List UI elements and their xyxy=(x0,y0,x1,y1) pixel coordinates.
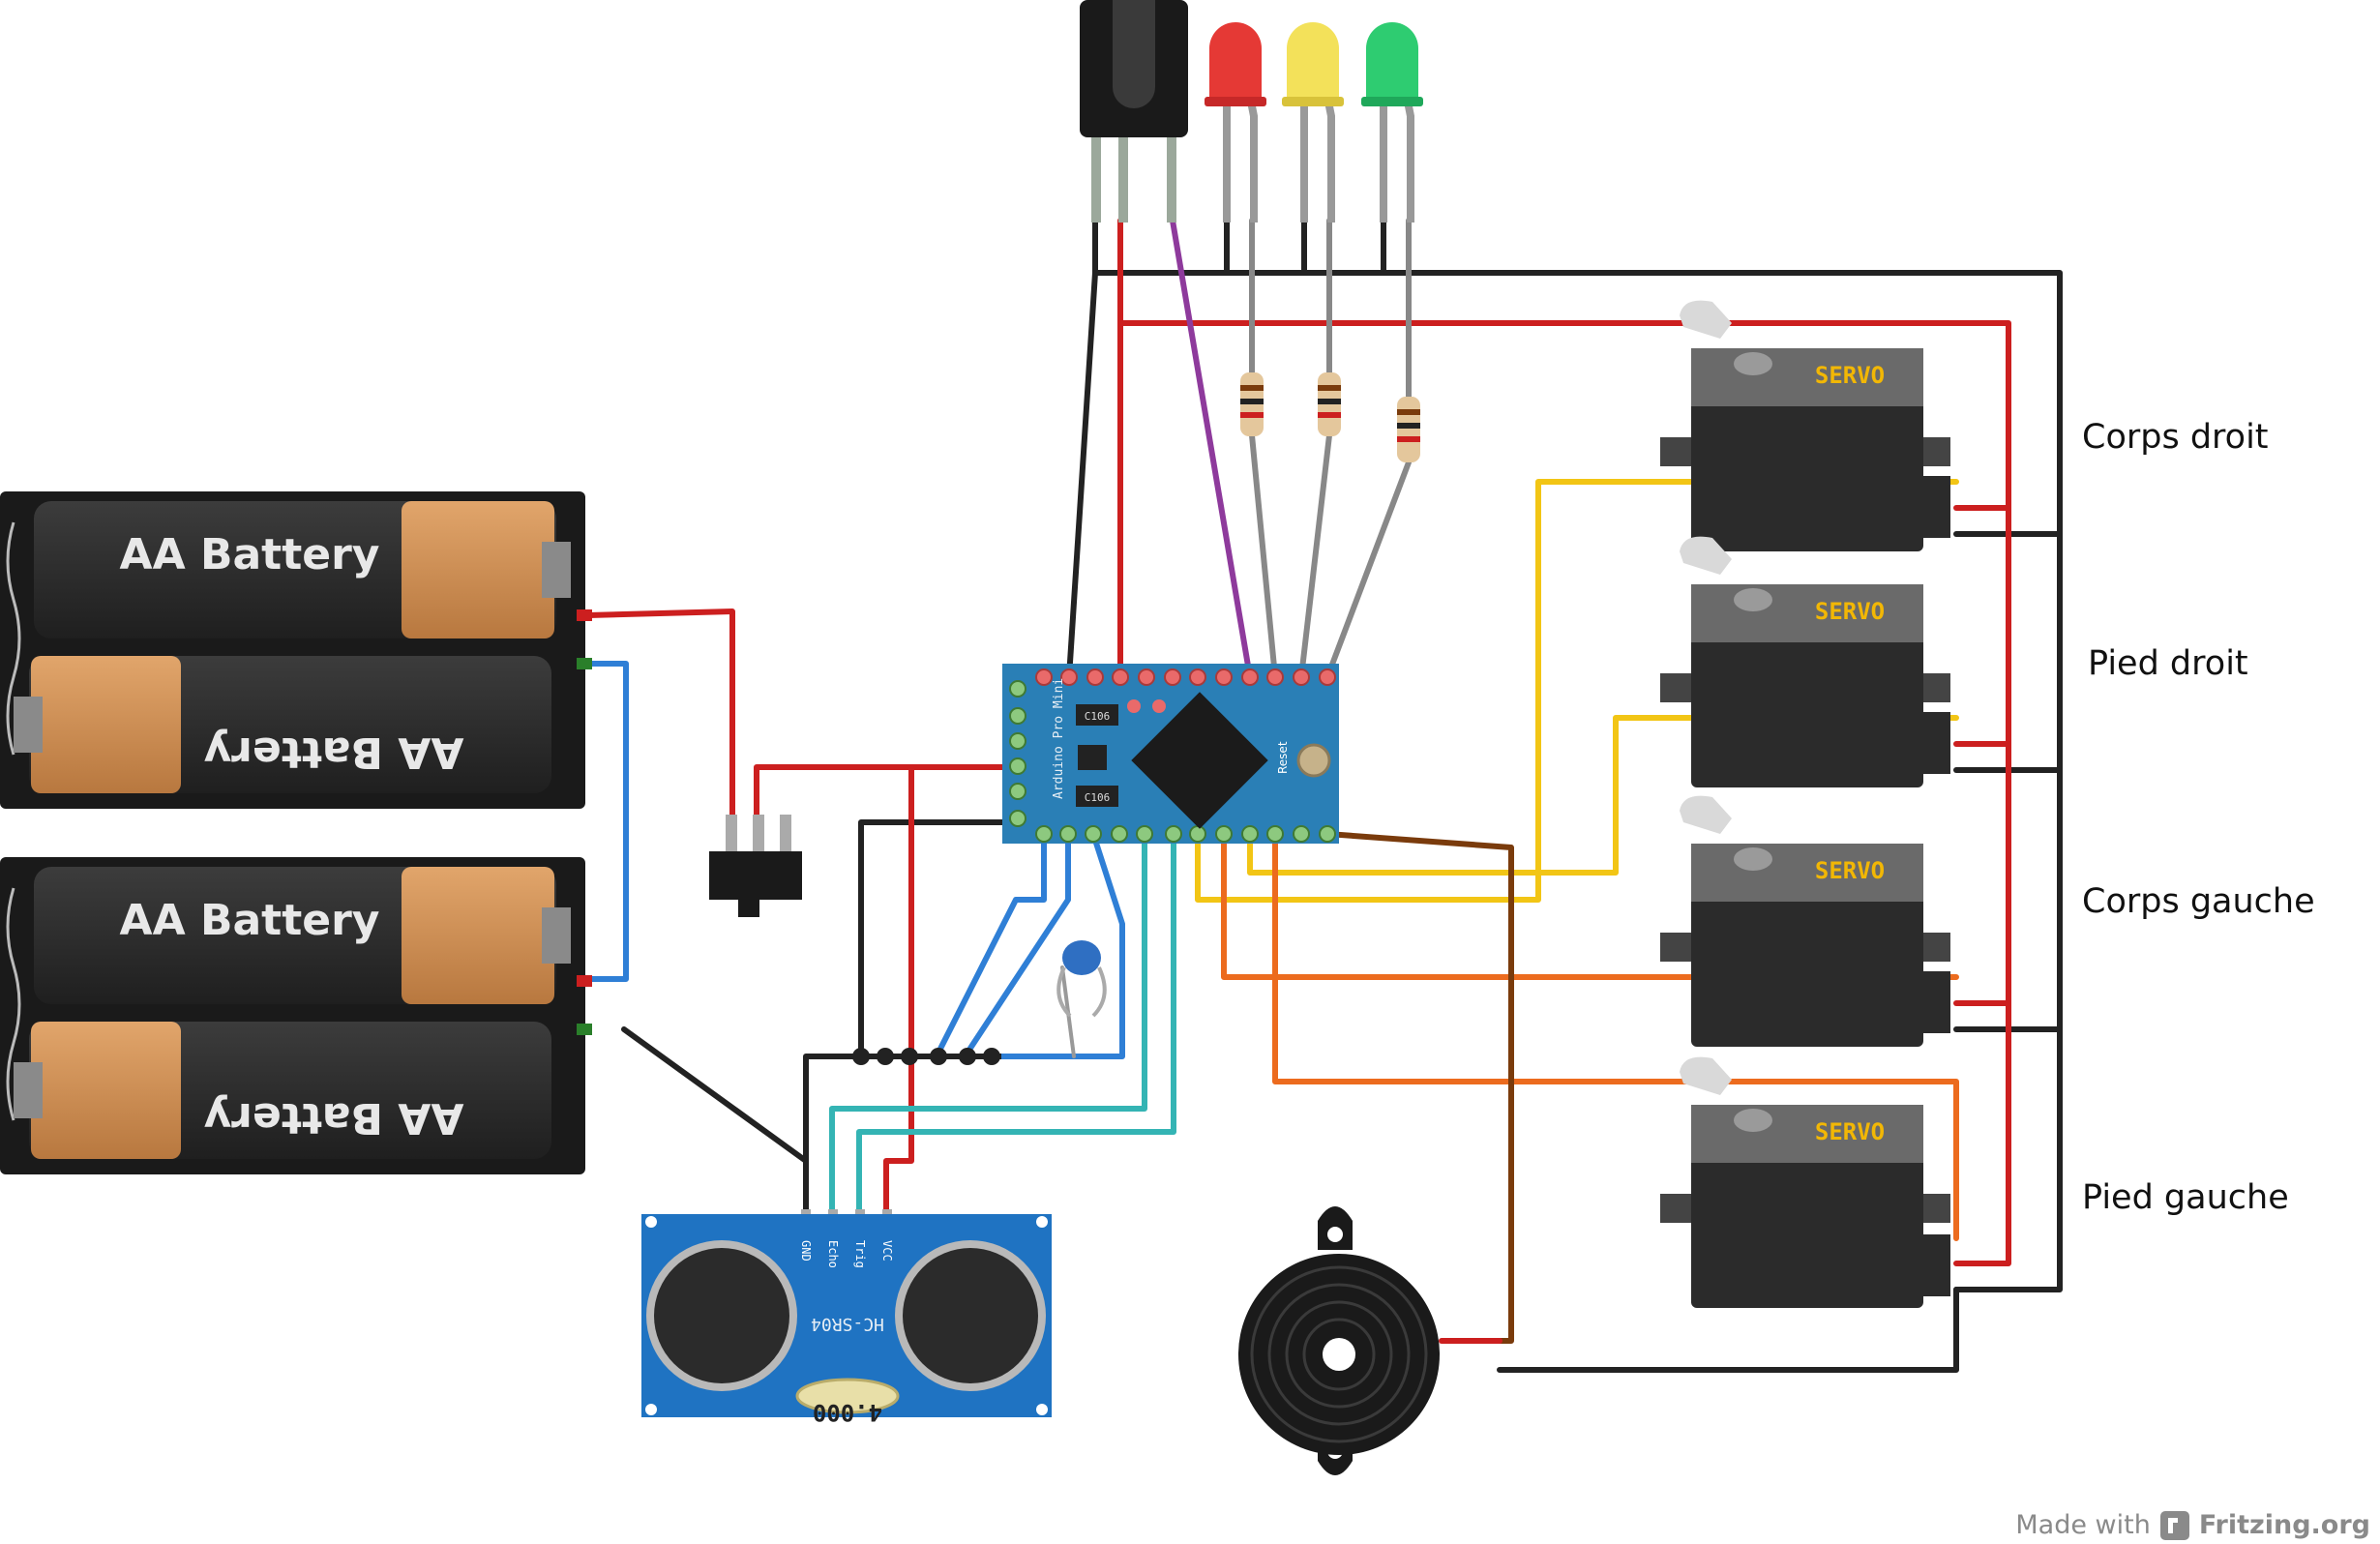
battery-label: AA Battery xyxy=(204,727,464,777)
wire-echo xyxy=(856,831,1176,1212)
wire-ir-signal xyxy=(1170,218,1253,680)
wire-signal-servo1 xyxy=(1195,479,1959,903)
wire-ground-arduino xyxy=(858,819,1024,1059)
piezo-buzzer xyxy=(1238,1206,1440,1475)
servo-brand: SERVO xyxy=(1815,598,1885,625)
crystal-label: 4.000 xyxy=(813,1399,882,1426)
wire-ground-ir xyxy=(1066,270,1098,680)
wire-ground-buzzer xyxy=(1497,1287,1959,1373)
wire-signal-servo4 xyxy=(1272,831,1959,1241)
wires xyxy=(585,218,2063,1373)
resistor-1 xyxy=(1240,372,1264,436)
arduino-chip-label: C106 xyxy=(1085,791,1111,804)
arduino-reset-label: Reset xyxy=(1276,741,1290,774)
servo-3: SERVO xyxy=(1660,795,1950,1047)
led-red xyxy=(1205,22,1266,223)
arduino-chip-label: C106 xyxy=(1085,710,1111,723)
crystal xyxy=(795,1378,900,1414)
wire-ground-bus xyxy=(1092,218,2063,1292)
watermark-brand: Fritzing.org xyxy=(2198,1510,2370,1540)
servo-label-pied-gauche: Pied gauche xyxy=(2082,1178,2289,1217)
wire-vcc-switch-arduino xyxy=(754,764,1024,831)
arduino-side-pins xyxy=(1009,680,1026,827)
battery-holder-2: AA Battery AA Battery xyxy=(0,857,592,1174)
battery-holder-1: AA Battery AA Battery xyxy=(0,491,592,809)
battery-label: AA Battery xyxy=(120,530,380,579)
slide-switch xyxy=(709,815,802,917)
sensor-pin-label: VCC xyxy=(880,1240,894,1262)
sensor-pin-label: Trig xyxy=(853,1240,867,1268)
arduino-top-pins xyxy=(1035,668,1336,686)
arduino-chip xyxy=(1131,692,1268,829)
ceramic-capacitor xyxy=(1056,940,1107,1018)
servo-brand: SERVO xyxy=(1815,1118,1885,1145)
arduino-board-name: Arduino Pro Mini xyxy=(1052,678,1066,799)
ultrasonic-sensor: 4.000 HC-SR04 GND Echo Trig VCC xyxy=(641,1209,1052,1426)
wire-vcc-battery-switch xyxy=(585,609,735,831)
wire-led-green-arduino xyxy=(1324,460,1412,680)
sensor-pin-label: Echo xyxy=(826,1240,840,1268)
fritzing-watermark[interactable]: Made with Fritzing.org xyxy=(2015,1510,2370,1540)
resistor-2 xyxy=(1318,372,1341,436)
arduino-pro-mini: C106 C106 Reset Arduino Pro Mini xyxy=(1002,664,1339,844)
resistor-3 xyxy=(1397,397,1420,462)
led-green xyxy=(1361,22,1423,223)
sensor-pin-label: GND xyxy=(799,1240,813,1262)
sensor-model: HC-SR04 xyxy=(811,1314,884,1334)
wire-ground-battery2 xyxy=(621,1026,809,1164)
watermark-prefix: Made with xyxy=(2015,1510,2151,1540)
battery-label: AA Battery xyxy=(204,1093,464,1143)
reset-button xyxy=(1296,743,1331,778)
wire-blue-1 xyxy=(936,831,1047,1055)
servo-1: SERVO xyxy=(1660,300,1950,551)
fritzing-logo-icon xyxy=(2159,1510,2189,1540)
wire-blue-3 xyxy=(984,831,1125,1059)
wire-battery-link xyxy=(585,661,629,982)
wire-vcc-sensor xyxy=(883,764,914,1212)
arduino-bottom-pins xyxy=(1035,825,1336,843)
battery-label: AA Battery xyxy=(120,896,380,945)
wire-junctions xyxy=(806,1048,1001,1065)
wire-vcc-bus xyxy=(1117,218,2011,1266)
servo-label-corps-gauche: Corps gauche xyxy=(2082,882,2315,921)
servo-2: SERVO xyxy=(1660,536,1950,787)
wire-blue-2 xyxy=(965,831,1071,1055)
wire-trig xyxy=(829,831,1147,1212)
servo-4: SERVO xyxy=(1660,1056,1950,1308)
servo-label-corps-droit: Corps droit xyxy=(2082,418,2269,457)
wire-led-red-arduino xyxy=(1249,432,1278,680)
servo-brand: SERVO xyxy=(1815,857,1885,884)
led-yellow xyxy=(1282,22,1344,223)
servo-brand: SERVO xyxy=(1815,362,1885,389)
ir-receiver xyxy=(1080,0,1188,223)
servo-label-pied-droit: Pied droit xyxy=(2088,644,2248,683)
wire-led-yellow-arduino xyxy=(1298,432,1332,680)
